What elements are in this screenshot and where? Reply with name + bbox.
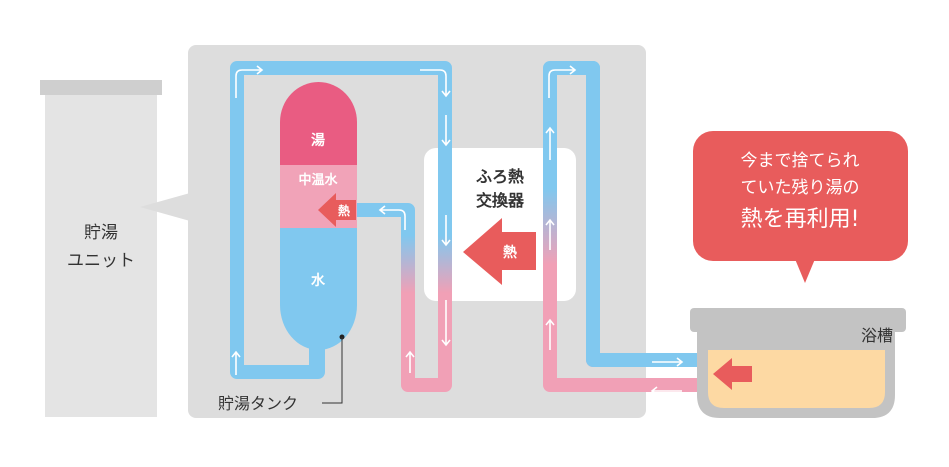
tank-hot-label: 湯 xyxy=(311,132,325,149)
bath-label: 浴槽 xyxy=(861,326,893,345)
storage-tank: 湯 中温水 水 熱 貯湯タンク xyxy=(218,82,357,413)
storage-unit-label-1: 貯湯 xyxy=(84,223,118,243)
exchanger-heat-arrow xyxy=(463,218,536,285)
bubble-line-3: 熱を再利用! xyxy=(741,207,860,232)
bath-heat-arrow xyxy=(713,358,752,390)
tank-hot xyxy=(280,82,357,165)
storage-unit-label-2: ユニット xyxy=(67,251,135,271)
exchanger-label-1: ふろ熱 xyxy=(476,167,524,186)
bathtub: 浴槽 xyxy=(690,308,906,418)
bubble-line-2: ていた残り湯の xyxy=(741,178,860,198)
tank-heat-label: 熱 xyxy=(338,203,350,218)
bath-water xyxy=(708,350,885,408)
tank-medium-label: 中温水 xyxy=(298,172,338,188)
bubble-line-1: 今まで捨てられ xyxy=(741,151,860,171)
flow-arrows xyxy=(231,65,684,396)
storage-unit: 貯湯 ユニット xyxy=(40,80,162,417)
tank-water xyxy=(280,228,357,350)
exchanger-heat-label: 熱 xyxy=(503,244,517,261)
tank-label: 貯湯タンク xyxy=(218,394,298,413)
heat-exchanger: ふろ熱 交換器 熱 xyxy=(463,167,536,285)
speech-bubble: 今まで捨てられ ていた残り湯の 熱を再利用! xyxy=(693,131,908,283)
tank-water-label: 水 xyxy=(311,272,326,289)
exchanger-label-2: 交換器 xyxy=(476,191,525,210)
tank-heat-arrow xyxy=(318,193,356,227)
